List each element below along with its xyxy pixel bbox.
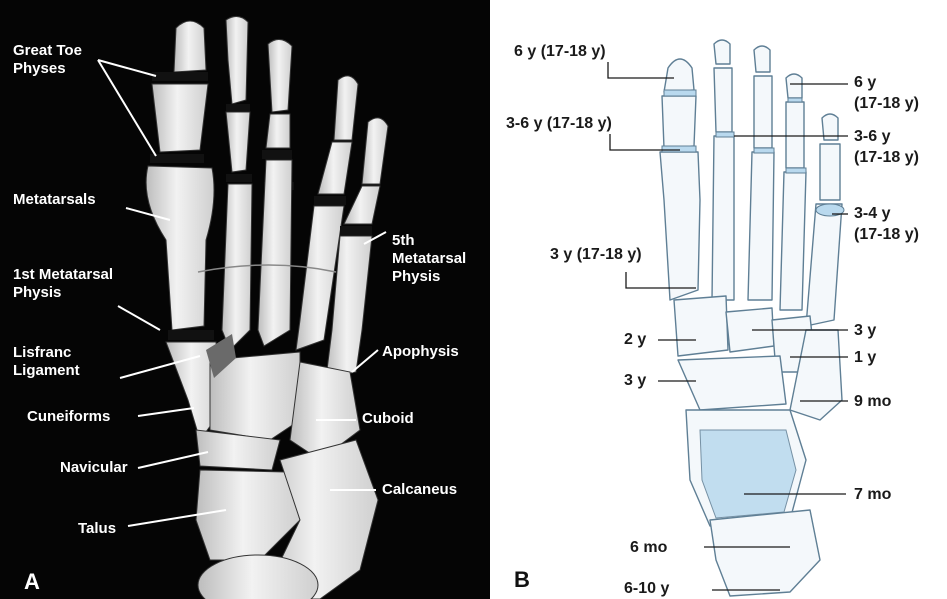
label-first-metatarsal-physis: 1st Metatarsal Physis (13, 266, 113, 302)
fifth-toe-proximal (344, 186, 380, 224)
second-toe (226, 16, 248, 104)
b-great-toe-proximal (662, 96, 696, 148)
label-lesser-toe-distal: 6 y (17-18 y) (854, 72, 919, 114)
second-toe-proximal (226, 112, 250, 172)
great-toe-physis-2 (150, 154, 204, 163)
label-cuboid: 9 mo (854, 391, 891, 412)
panel-letter-a: A (24, 570, 40, 594)
third-toe (268, 39, 292, 112)
third-toe-physis (262, 150, 292, 159)
b-second-toe (714, 40, 730, 64)
panel-b: 6 y (17-18 y) 3-6 y (17-18 y) 3 y (17-18… (490, 0, 947, 599)
label-cuboid: Cuboid (362, 410, 414, 428)
first-metatarsal-physis (168, 330, 214, 340)
fifth-metatarsal-physis (340, 226, 372, 235)
label-talus: 7 mo (854, 484, 891, 505)
fourth-toe-proximal (318, 142, 352, 194)
label-fifth-metatarsal-physis: 5th Metatarsal Physis (392, 232, 466, 286)
label-apophysis: Apophysis (382, 343, 459, 361)
label-navicular: Navicular (60, 459, 128, 477)
fourth-toe (334, 76, 358, 140)
label-great-toe-distal: 6 y (17-18 y) (514, 41, 606, 62)
label-talus: Talus (78, 520, 116, 538)
label-first-metatarsal: 3 y (17-18 y) (550, 244, 642, 265)
fifth-toe (362, 118, 388, 184)
b-calcaneus (710, 510, 820, 596)
first-metatarsal (146, 166, 214, 330)
label-lesser-toe-proximal: 3-6 y (17-18 y) (854, 126, 919, 168)
panel-letter-b: B (514, 568, 530, 592)
b-great-toe-distal (664, 59, 694, 92)
b-talus-centre (700, 430, 796, 518)
label-great-toe-physes: Great Toe Physes (13, 42, 82, 78)
label-calcaneal-apophysis: 6-10 y (624, 578, 669, 599)
b-navicular (678, 356, 786, 410)
label-calcaneus: Calcaneus (382, 481, 457, 499)
label-cuneiforms: Cuneiforms (27, 408, 110, 426)
label-great-toe-proximal: 3-6 y (17-18 y) (506, 113, 612, 134)
label-medial-cuneiform: 2 y (624, 329, 646, 350)
b-medial-cuneiform (674, 296, 728, 356)
great-toe-distal-phalanx (174, 21, 206, 72)
b-first-metatarsal (660, 152, 700, 300)
label-navicular: 3 y (624, 370, 646, 391)
talus (196, 470, 300, 560)
label-lisfranc-ligament: Lisfranc Ligament (13, 344, 80, 380)
label-intermediate-cuneiform: 3 y (854, 320, 876, 341)
second-toe-physis (226, 104, 250, 111)
second-metatarsal-physis (226, 174, 252, 182)
third-metatarsal (258, 160, 292, 346)
third-toe-proximal (266, 114, 290, 148)
panel-a: Great Toe Physes Metatarsals 1st Metatar… (0, 0, 490, 599)
label-calcaneus: 6 mo (630, 537, 667, 558)
great-toe-proximal-phalanx (152, 84, 208, 152)
label-lateral-cuneiform: 1 y (854, 347, 876, 368)
fourth-metatarsal-physis (314, 196, 346, 205)
great-toe-physis-1 (152, 72, 208, 81)
label-metatarsals: Metatarsals (13, 191, 96, 209)
label-lesser-metatarsal: 3-4 y (17-18 y) (854, 203, 919, 245)
